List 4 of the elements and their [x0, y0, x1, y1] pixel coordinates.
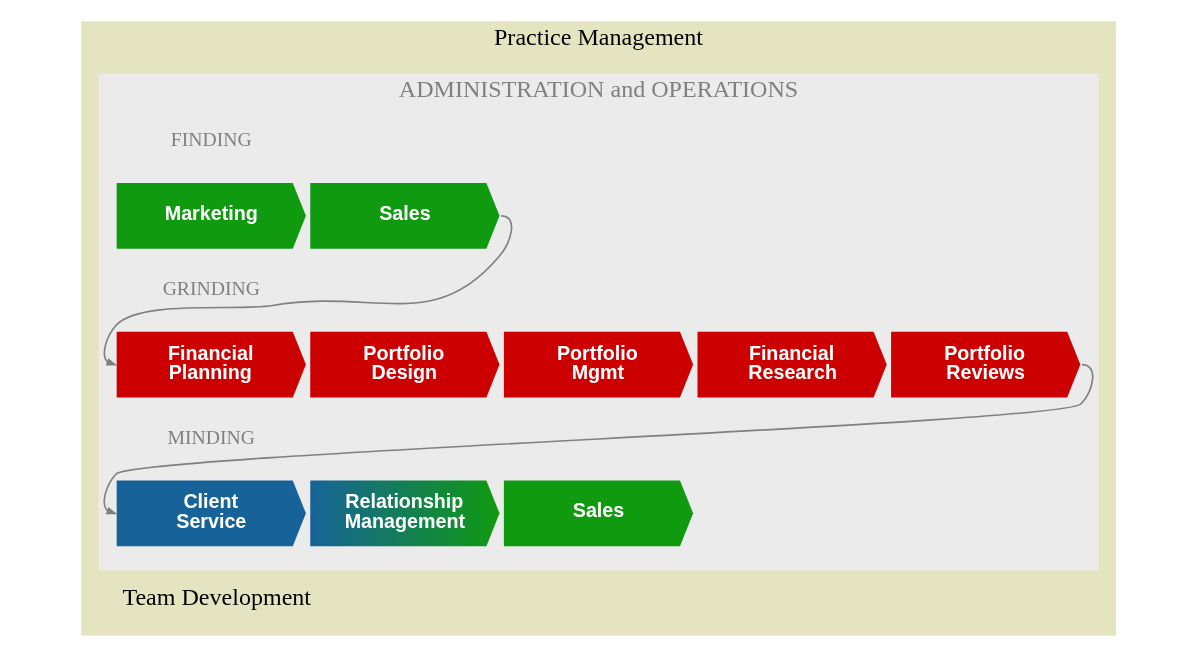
label: FINDING [170, 128, 252, 151]
arrow [103, 363, 1093, 515]
label: GRINDING [162, 277, 260, 300]
label: MINDING [167, 425, 255, 448]
